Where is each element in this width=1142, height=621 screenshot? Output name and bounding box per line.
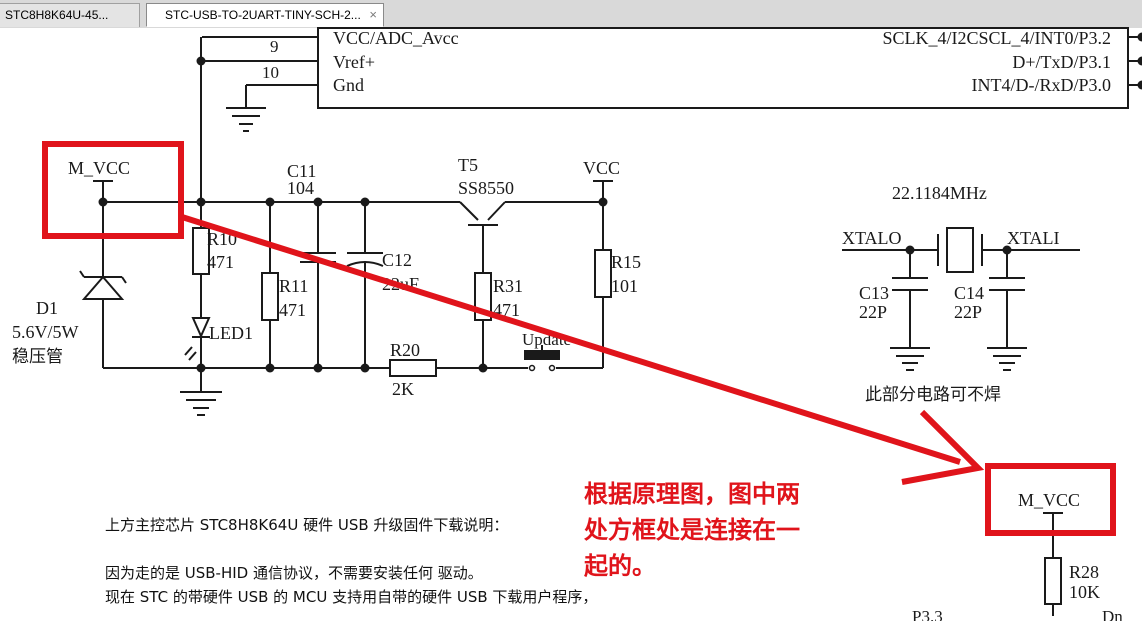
- d1-description: 稳压管: [12, 347, 63, 367]
- r28-ref: R28: [1069, 562, 1099, 582]
- net-label-xtali: XTALI: [1007, 228, 1060, 248]
- crystal-note: 此部分电路可不焊: [865, 385, 1001, 405]
- mcu-pin-vcc: VCC/ADC_Avcc: [333, 28, 459, 48]
- d1-value: 5.6V/5W: [12, 322, 79, 342]
- pin-number-10: 10: [262, 63, 279, 82]
- net-label-m-vcc: M_VCC: [68, 158, 130, 178]
- close-icon[interactable]: ×: [369, 4, 377, 26]
- pin-number-9: 9: [270, 37, 279, 56]
- r15-ref: R15: [611, 252, 641, 272]
- t5-ref: T5: [458, 155, 478, 175]
- tab-label: STC8H8K64U-45...: [5, 8, 108, 22]
- tab-label: STC-USB-TO-2UART-TINY-SCH-2...: [165, 8, 361, 22]
- r15-value: 101: [611, 276, 638, 296]
- dn-label-partial: Dn: [1102, 607, 1123, 621]
- arrow-shaft: [182, 217, 960, 462]
- c12-ref: C12: [382, 250, 412, 270]
- r31-ref: R31: [493, 276, 523, 296]
- mcu-pin-p31: D+/TxD/P3.1: [1012, 52, 1111, 72]
- led1-ref: LED1: [209, 323, 253, 343]
- note-line: 上方主控芯片 STC8H8K64U 硬件 USB 升级固件下载说明：: [105, 514, 508, 535]
- c13-value: 22P: [859, 302, 887, 322]
- net-label-xtalo: XTALO: [842, 228, 902, 248]
- crystal-frequency: 22.1184MHz: [892, 183, 987, 203]
- c14-ref: C14: [954, 283, 984, 303]
- p33-label-partial: P3.3: [912, 607, 943, 621]
- r10-value: 471: [207, 252, 234, 272]
- callout-line: 根据原理图，图中两: [584, 476, 854, 512]
- r28-value: 10K: [1069, 582, 1100, 602]
- r20-ref: R20: [390, 340, 420, 360]
- note-line: 现在 STC 的带硬件 USB 的 MCU 支持用自带的硬件 USB 下载用户程…: [105, 586, 597, 607]
- r11-ref: R11: [279, 276, 308, 296]
- tab-stc8h8k64u[interactable]: STC8H8K64U-45...: [0, 3, 140, 27]
- r11-value: 471: [279, 300, 306, 320]
- net-label-vcc: VCC: [583, 158, 620, 178]
- c14-value: 22P: [954, 302, 982, 322]
- callout-line: 处方框处是连接在一: [584, 512, 854, 548]
- d1-ref: D1: [36, 298, 58, 318]
- t5-value: SS8550: [458, 178, 514, 198]
- tab-stc-usb-to-2uart[interactable]: STC-USB-TO-2UART-TINY-SCH-2... ×: [146, 3, 384, 27]
- c13-ref: C13: [859, 283, 889, 303]
- schematic-canvas[interactable]: 9 10 VCC/ADC_Avcc Vref+ Gnd SCLK_4/I2CSC…: [0, 28, 1142, 616]
- note-line: 因为走的是 USB-HID 通信协议，不需要安装任何 驱动。: [105, 562, 483, 583]
- mcu-pin-p30: INT4/D-/RxD/P3.0: [972, 75, 1112, 95]
- c11-value: 104: [287, 178, 314, 198]
- red-callout-text: 根据原理图，图中两 处方框处是连接在一 起的。: [584, 476, 854, 584]
- callout-line: 起的。: [584, 548, 854, 584]
- mcu-pin-gnd: Gnd: [333, 75, 364, 95]
- r20-value: 2K: [392, 379, 414, 399]
- mcu-pin-p32: SCLK_4/I2CSCL_4/INT0/P3.2: [882, 28, 1111, 48]
- tab-bar: STC8H8K64U-45... STC-USB-TO-2UART-TINY-S…: [0, 0, 1142, 29]
- mcu-pin-vref: Vref+: [333, 52, 375, 72]
- net-label-m-vcc-2: M_VCC: [1018, 490, 1080, 510]
